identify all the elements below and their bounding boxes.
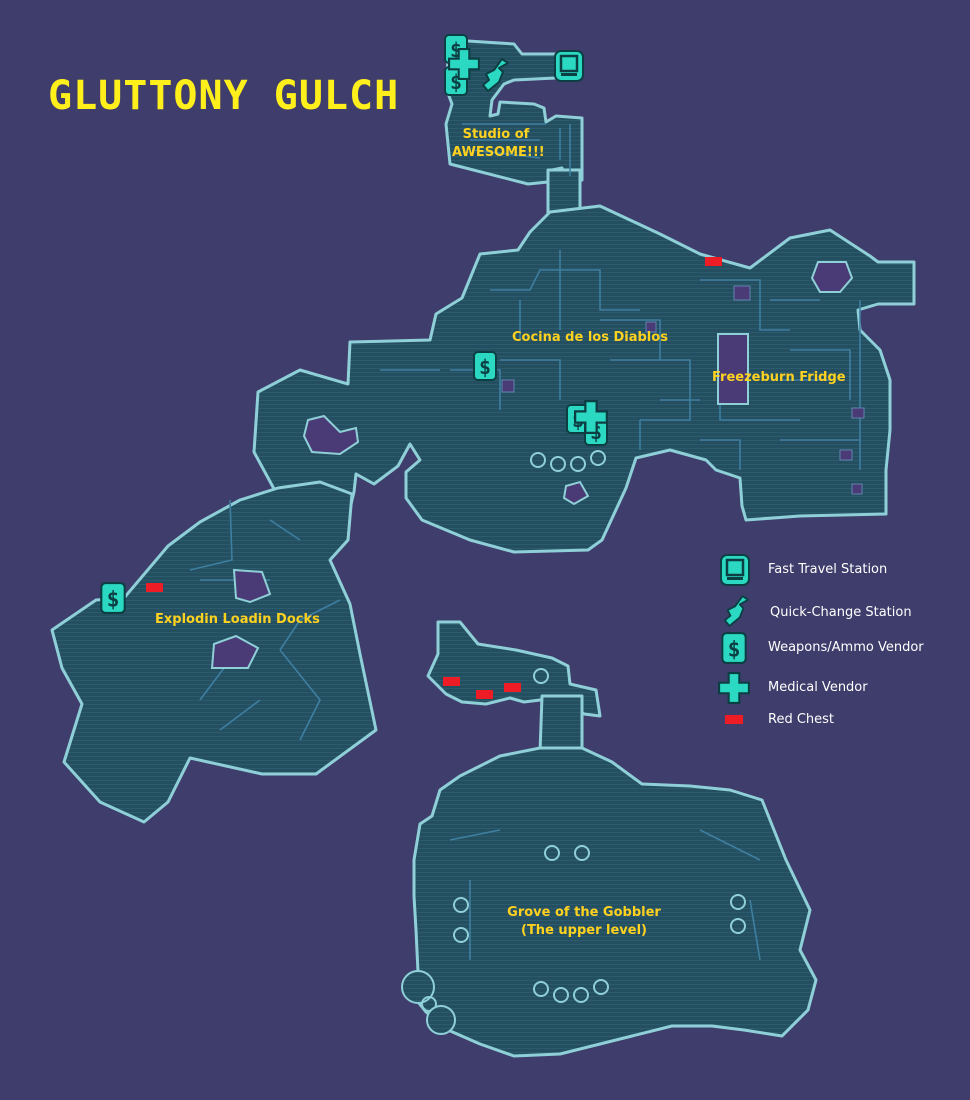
legend-label: Weapons/Ammo Vendor <box>768 640 924 655</box>
area-label-freezeburn: Freezeburn Fridge <box>712 370 846 385</box>
legend-item-red-chest: Red Chest <box>718 710 958 744</box>
dollar-icon[interactable] <box>473 350 497 382</box>
studio-region <box>444 38 584 186</box>
interior-holes <box>210 261 854 669</box>
legend-label: Red Chest <box>768 712 835 727</box>
area-label-cocina: Cocina de los Diablos <box>512 330 668 345</box>
interior-details <box>189 123 861 961</box>
area-label-grove: Grove of the Gobbler (The upper level) <box>507 905 661 938</box>
red-chest-icon <box>443 677 460 686</box>
legend-label: Quick-Change Station <box>770 605 912 620</box>
dollar-icon[interactable] <box>100 582 126 614</box>
red-chest-icon <box>476 690 493 699</box>
legend-label: Medical Vendor <box>768 680 868 695</box>
legend-label: Fast Travel Station <box>768 562 888 577</box>
terrain-layer <box>50 38 916 1058</box>
red-chest-icon <box>725 715 743 724</box>
map-title: GLUTTONY GULCH <box>48 73 400 119</box>
legend-item-quick-change: Quick-Change Station <box>718 594 958 628</box>
legend-item-medical-vendor: Medical Vendor <box>718 672 958 706</box>
red-chest-icon <box>146 583 163 592</box>
area-label-docks: Explodin Loadin Docks <box>155 612 320 627</box>
fast-travel-icon <box>720 554 750 586</box>
quick-change-icon <box>723 595 750 627</box>
legend-item-fast-travel: Fast Travel Station <box>718 554 958 588</box>
medical-cross-icon <box>718 672 750 704</box>
central-region <box>252 204 916 576</box>
fast-travel-icon[interactable] <box>554 50 584 82</box>
red-chest-icon <box>705 257 722 266</box>
red-chests <box>146 257 722 699</box>
area-label-studio: Studio of AWESOME!!! <box>452 127 545 160</box>
legend-item-weapons-vendor: Weapons/Ammo Vendor <box>718 632 958 666</box>
dollar-icon <box>721 632 747 664</box>
grove-connector <box>538 694 584 754</box>
circle-markers <box>401 450 746 1035</box>
red-chest-icon <box>504 683 521 692</box>
small-rooms <box>501 285 865 495</box>
grove-region <box>408 746 818 1058</box>
